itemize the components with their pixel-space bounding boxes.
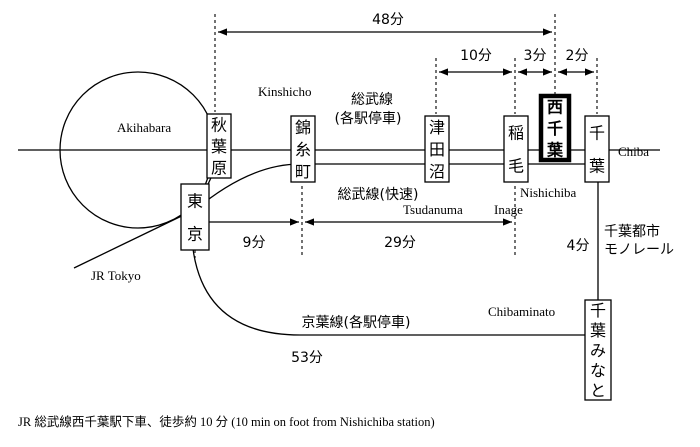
station-char-chibaminato: な [590,361,606,380]
monorail-name-2: モノレール [604,242,674,258]
akihabara-en: Akihabara [117,120,171,135]
station-akihabara: 秋葉原 [206,113,232,179]
keiyo-line [191,239,598,336]
station-char-inage: 毛 [508,157,524,176]
station-kinshicho: 錦糸町 [290,115,316,183]
station-box-tokyo [180,183,210,251]
station-char-tsudanuma: 沼 [429,162,445,181]
tsudanuma-en: Tsudanuma [403,202,463,217]
tokyo-southwest-track [73,209,195,269]
station-char-chibaminato: と [590,381,606,400]
station-char-kinshicho: 錦 [295,118,311,137]
station-char-nishichiba: 千 [547,119,563,138]
tokyo-en: JR Tokyo [91,268,141,283]
station-box-tsudanuma [424,115,450,183]
chiba-en: Chiba [618,144,649,159]
station-char-tokyo: 京 [187,225,203,244]
station-box-inage [503,115,529,183]
time-tokyo-keiyo: 53分 [291,350,323,366]
sobu-local-name: 総武線 [351,92,393,108]
time-akihabara-nishichiba: 48分 [372,12,404,28]
time-nishichiba-chiba: 2分 [566,48,589,64]
station-char-kinshicho: 糸 [295,140,311,159]
chibaminato-en: Chibaminato [488,304,555,319]
footer-note: JR 総武線西千葉駅下車、徒歩約 10 分 (10 min on foot fr… [18,414,435,429]
station-chiba: 千葉 [584,115,610,183]
station-box-chibaminato [584,299,612,401]
station-char-tsudanuma: 田 [429,140,445,159]
station-char-inage: 稲 [508,124,524,143]
time-kinshicho-inage: 29分 [384,235,416,251]
monorail-name-1: 千葉都市 [604,223,660,240]
station-char-nishichiba: 西 [547,98,563,117]
sobu-local-sub: (各駅停車) [335,110,402,127]
time-inage-nishichiba: 3分 [524,48,547,64]
station-char-tokyo: 東 [187,192,203,211]
station-tokyo: 東京 [180,183,210,251]
station-tsudanuma: 津田沼 [424,115,450,183]
sobu-rapid-name: 総武線(快速) [338,187,419,203]
inage-en: Inage [494,202,523,217]
kinshicho-en: Kinshicho [258,84,311,99]
station-char-akihabara: 秋 [211,116,227,135]
keiyo-name: 京葉線(各駅停車) [302,314,411,331]
station-char-chibaminato: 葉 [590,321,606,340]
station-box-kinshicho [290,115,316,183]
time-tsudanuma-inage: 10分 [460,48,492,64]
station-char-chibaminato: 千 [590,301,606,320]
station-char-tsudanuma: 津 [429,118,445,137]
station-char-chiba: 千 [589,124,605,143]
time-chiba-chibaminato: 4分 [567,238,590,254]
station-char-chiba: 葉 [589,157,605,176]
time-tokyo-kinshicho: 9分 [243,235,266,251]
station-char-kinshicho: 町 [295,162,311,181]
nishichiba-en: Nishichiba [520,185,577,200]
station-char-akihabara: 原 [211,158,227,177]
station-inage: 稲毛 [503,115,529,183]
station-box-nishichiba [538,93,572,163]
station-char-akihabara: 葉 [211,137,227,156]
station-char-nishichiba: 葉 [546,140,564,159]
station-box-chiba [584,115,610,183]
station-char-chibaminato: み [590,341,606,360]
station-box-akihabara [206,113,232,179]
station-nishichiba: 西千葉 [538,93,572,163]
